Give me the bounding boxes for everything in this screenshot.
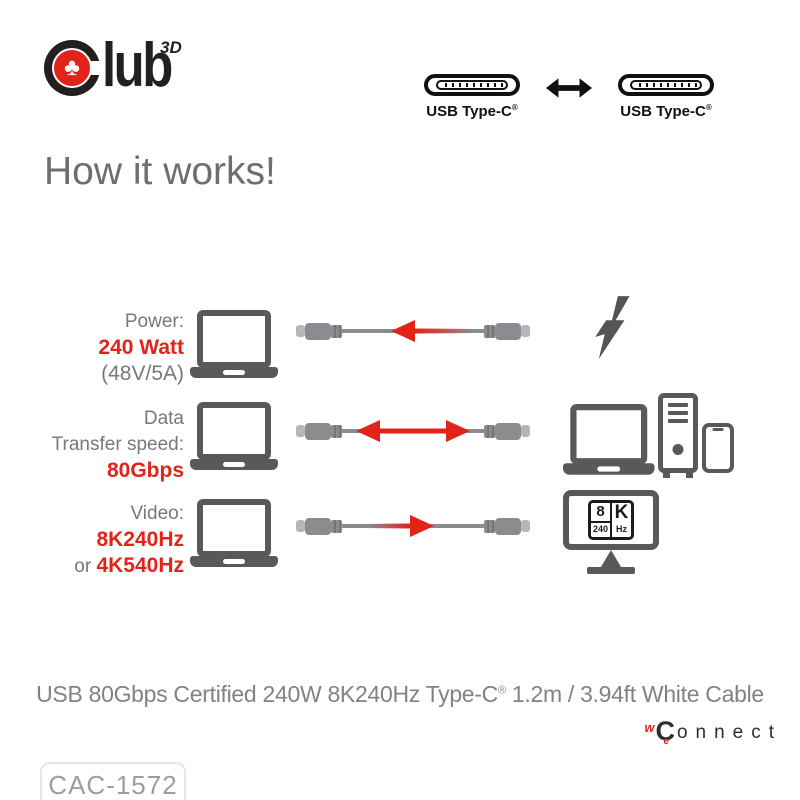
usb-connector-pair: USB Type-C® USB Type-C® <box>420 74 770 120</box>
club-suit-icon: ♣ <box>44 40 103 96</box>
video-label: Video: 8K240Hz or 4K540Hz <box>74 503 184 577</box>
laptop-icon <box>190 310 278 378</box>
arrow-left-icon <box>356 420 380 442</box>
usb-type-c-icon <box>618 74 714 96</box>
monitor-icon: 8 240 K Hz <box>563 490 659 574</box>
brand-name: lub <box>102 31 173 100</box>
usb-cable-power <box>296 313 530 349</box>
arrow-right-icon <box>446 420 470 442</box>
how-it-works-heading: How it works! <box>44 150 276 193</box>
usb-type-c-right: USB Type-C® <box>614 74 718 120</box>
smartphone-icon <box>702 423 734 473</box>
8k240hz-badge: 8 240 K Hz <box>588 500 634 540</box>
arrow-left-icon <box>391 320 415 342</box>
usb-type-c-label: USB Type-C® <box>620 103 712 120</box>
usb-cable-data <box>296 413 530 449</box>
usb-cable-video <box>296 508 530 544</box>
laptop-icon <box>190 499 278 567</box>
club-3d-logo: ♣ lub 3D <box>44 31 182 100</box>
lightning-icon <box>593 295 631 368</box>
brand-3d-suffix: 3D <box>159 38 182 57</box>
sku-label: CAC-1572 <box>40 762 186 800</box>
double-arrow-icon <box>546 74 592 107</box>
usb-type-c-label: USB Type-C® <box>426 103 518 120</box>
laptop-icon <box>563 404 655 475</box>
desktop-tower-icon <box>658 393 698 478</box>
laptop-icon <box>190 402 278 470</box>
usb-type-c-icon <box>424 74 520 96</box>
club-symbol: ♣ <box>64 54 80 81</box>
data-label: Data Transfer speed: 80Gbps <box>51 408 184 482</box>
product-title: USB 80Gbps Certified 240W 8K240Hz Type-C… <box>36 681 764 707</box>
arrow-right-icon <box>410 515 434 537</box>
usb-type-c-left: USB Type-C® <box>420 74 524 120</box>
power-label: Power: 240 Watt (48V/5A) <box>98 311 184 385</box>
